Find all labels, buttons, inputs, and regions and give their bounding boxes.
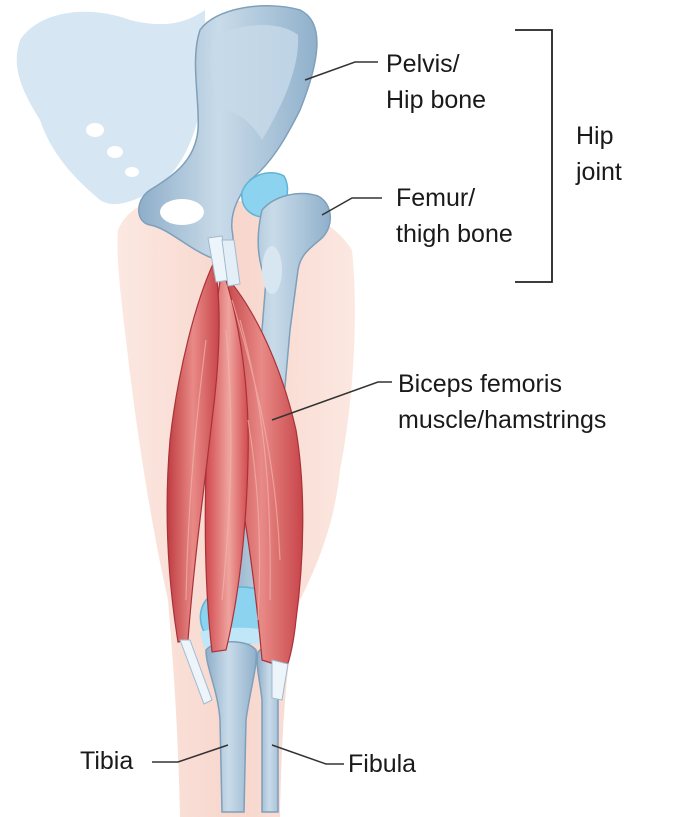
fibula-leader-line [272, 745, 344, 764]
pelvis-label-line1: Pelvis/ [386, 46, 486, 82]
femur-label-line1: Femur/ [396, 180, 513, 216]
sacral-foramen [125, 167, 139, 177]
hip-joint-label: Hip joint [576, 118, 622, 190]
sacral-foramen [107, 146, 123, 158]
femur-label: Femur/ thigh bone [396, 180, 513, 252]
tibia-label-text: Tibia [80, 743, 133, 779]
hip-joint-label-line2: joint [576, 154, 622, 190]
fibula-label: Fibula [348, 746, 416, 782]
tibia-label: Tibia [80, 743, 133, 779]
biceps-label-line1: Biceps femoris [398, 366, 606, 402]
pelvis-leader-line [305, 62, 378, 80]
sacral-foramen [86, 123, 104, 137]
pelvis-label-line2: Hip bone [386, 82, 486, 118]
fibula-label-text: Fibula [348, 746, 416, 782]
biceps-femoris-label: Biceps femoris muscle/hamstrings [398, 366, 606, 438]
hip-joint-label-line1: Hip [576, 118, 622, 154]
pelvis-label: Pelvis/ Hip bone [386, 46, 486, 118]
femur-leader-line [322, 198, 382, 215]
lesser-trochanter [262, 246, 282, 294]
obturator-foramen [160, 199, 204, 225]
biceps-label-line2: muscle/hamstrings [398, 402, 606, 438]
femur-label-line2: thigh bone [396, 216, 513, 252]
hip-joint-bracket [515, 30, 552, 282]
